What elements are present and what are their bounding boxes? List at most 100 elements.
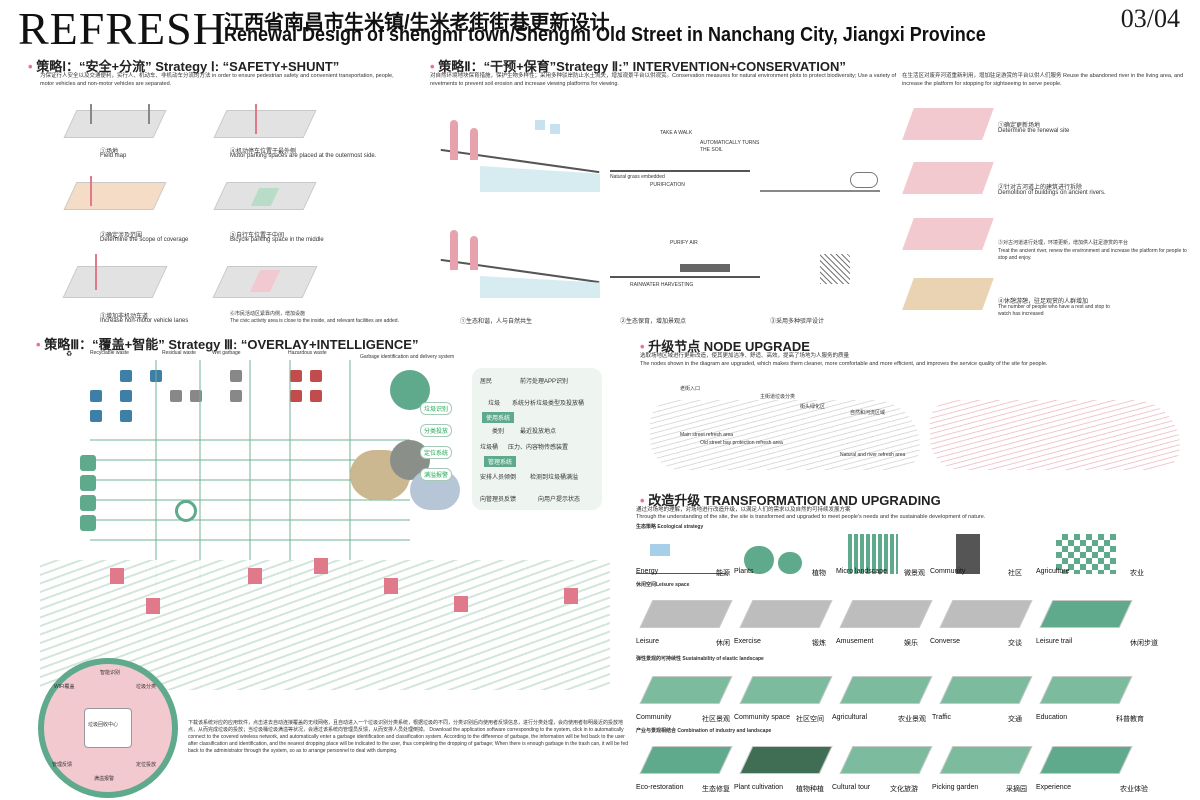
renew-step2-en: Demolition of buildings on ancient river… bbox=[998, 190, 1106, 196]
system-wheel: 垃圾回收中心 WIFI覆盖 智能识别 垃圾分类 定位投放 满溢报警 管理反馈 bbox=[38, 658, 178, 798]
row4-label-2-en: Plant cultivation bbox=[734, 784, 784, 791]
node-label-6: Old street bay protection refresh area bbox=[700, 440, 783, 446]
tissue-icon bbox=[170, 390, 182, 402]
section-stone-revetment bbox=[760, 170, 880, 210]
sensor-icon bbox=[175, 500, 197, 522]
node-desc-en: The nodes shown in the diagram are upgra… bbox=[640, 361, 1048, 367]
row3-label-3-cn: 农业景观 bbox=[898, 716, 926, 723]
row1-label-1-en: Energy bbox=[636, 568, 659, 575]
section-riverbank-top bbox=[440, 120, 600, 200]
strategy3-desc: 下载该系统对应的应用软件，点击进去自动连接覆盖的无线网络，且自动进入一个垃圾识别… bbox=[188, 720, 628, 754]
step3-cn: ③增加非机动车道 bbox=[100, 314, 149, 320]
row2-labels: Leisure 休闲 Exercise 锻炼 Amusement 娱乐 Conv… bbox=[636, 638, 1186, 648]
ceramic-icon bbox=[190, 390, 202, 402]
step-block-4 bbox=[902, 278, 994, 310]
transform-desc-cn: 通过对场地的理解，对场地进行改造升级，以满足人们的需求以及自然的可持续发展方案 bbox=[636, 507, 851, 513]
agricultural-image bbox=[839, 676, 933, 704]
plants-image bbox=[734, 536, 824, 574]
wheel-label-4: 定位投放 bbox=[136, 762, 157, 768]
recycle-bin-icon bbox=[80, 455, 96, 471]
step1-cn: ①场地 bbox=[100, 149, 119, 155]
eco-restoration-image bbox=[639, 746, 733, 774]
label-natural-grass: Natural grass embedded bbox=[610, 174, 665, 180]
strategy2-caption-1: ①生态和谐，人与自然共生 bbox=[460, 319, 533, 325]
flow-feedback-admin: 向管理员反馈 bbox=[480, 497, 517, 503]
node-title-text: 升级节点 NODE UPGRADE bbox=[648, 339, 810, 354]
row3-label-4-cn: 交通 bbox=[1008, 716, 1022, 723]
row3-label-1-en: Community bbox=[636, 714, 672, 721]
section-viewing: PURIFY AIR RAINWATER HARVESTING bbox=[610, 240, 760, 300]
row3-label-1-cn: 社区景观 bbox=[702, 716, 730, 723]
waste-types: ♻ Recyclable waste Residual waste Wet ga… bbox=[66, 350, 626, 362]
diagram-coverage bbox=[60, 176, 170, 216]
step3-en: Increase non-motor vehicle lanes bbox=[100, 318, 189, 324]
renew-step3-cn: ③对古河道进行处理，环境更新，增加供人驻足游赏的平台 bbox=[998, 240, 1129, 246]
bottle-icon bbox=[120, 370, 132, 382]
row1-label-3-en: Micro landscape bbox=[836, 568, 887, 575]
diagram-motor-parking bbox=[210, 104, 320, 144]
bullet-icon: • bbox=[28, 59, 33, 74]
food-icon bbox=[230, 370, 242, 382]
amusement-image bbox=[839, 600, 933, 628]
network-lines bbox=[90, 360, 410, 590]
logo: REFRESH bbox=[18, 3, 227, 54]
step-block-1 bbox=[902, 108, 994, 140]
title-cn: 江西省南昌市生米镇/生米老街街巷更新设计 bbox=[224, 12, 610, 34]
row3-label-3-en: Agricultural bbox=[832, 714, 868, 721]
community-space-image bbox=[739, 676, 833, 704]
wheel-label-5: 满溢报警 bbox=[94, 776, 115, 782]
step5-cn: ⑤自行车位置于中间 bbox=[230, 233, 285, 239]
river-renewal-steps: ①确定更新场地 Determine the renewal site ②针对古河… bbox=[902, 100, 1192, 330]
side-labels: 垃圾识别 分类投放 定位系统 满溢报警 bbox=[420, 402, 460, 482]
converse-image bbox=[939, 600, 1033, 628]
garbage-pile bbox=[340, 430, 470, 520]
micro-landscape-image bbox=[848, 534, 898, 574]
bin-marker-4 bbox=[314, 558, 328, 574]
flow-app: 前污处理APP识别 bbox=[520, 379, 569, 385]
flow-chart: 居民 前污处理APP识别 垃圾 系统分析垃圾类型及投放桶 使用系统 类别 最近投… bbox=[472, 368, 602, 510]
strategy2-right-desc: 在生活区对废弃河道重新利用，增加驻足游赏的平台以供人们服务 Reuse the … bbox=[902, 73, 1184, 87]
row2-label-4-en: Converse bbox=[930, 638, 960, 645]
flow-bin: 垃圾桶 bbox=[480, 445, 499, 451]
row4-label-5-cn: 农业体验 bbox=[1120, 786, 1148, 793]
flow-detect: 检测到垃圾桶满溢 bbox=[530, 475, 579, 481]
bin-marker-1 bbox=[110, 568, 124, 584]
row4-label-5-en: Experience bbox=[1036, 784, 1072, 791]
row1-label-4-cn: 社区 bbox=[1008, 570, 1022, 577]
node-label-3: 街头绿化区 bbox=[800, 404, 826, 410]
row2-label-4-cn: 交谈 bbox=[1008, 640, 1022, 647]
renew-step2-cn: ②针对古河道上的建筑进行拆除 bbox=[998, 185, 1083, 191]
step2-en: Determine the scope of coverage bbox=[100, 237, 189, 243]
step4-cn: ④机动停车位置于最外侧 bbox=[230, 149, 297, 155]
agriculture-image bbox=[1056, 534, 1116, 574]
step4-en: Motor parking spaces are placed at the o… bbox=[230, 153, 377, 159]
step2-cn: ②确定涉及范围 bbox=[100, 233, 143, 239]
row3-label-5-cn: 科普教育 bbox=[1116, 716, 1144, 723]
row3-labels: Community 社区景观 Community space 社区空间 Agri… bbox=[636, 714, 1186, 724]
strategy1-title: • 策略Ⅰ：“安全+分流” Strategy Ⅰ: “SAFETY+SHUNT” bbox=[28, 56, 339, 75]
bullet-icon: • bbox=[640, 339, 645, 354]
strategy2-title-text: 策略Ⅱ：“干预+保育”Strategy Ⅱ:” INTERVENTION+CON… bbox=[438, 59, 846, 74]
hazard-bin-icon bbox=[80, 515, 96, 531]
flow-garbage: 垃圾 bbox=[488, 401, 501, 407]
row2-label-2-cn: 锻炼 bbox=[812, 640, 826, 647]
waste-wet: Wet garbage bbox=[212, 350, 241, 356]
row3-images bbox=[636, 666, 1186, 710]
flow-analyze: 系统分析垃圾类型及投放桶 bbox=[512, 401, 585, 407]
residual-bin-icon bbox=[80, 475, 96, 491]
leisure-image bbox=[639, 600, 733, 628]
label-turns-soil: AUTOMATICALLY TURNS THE SOIL bbox=[700, 140, 760, 153]
bullet-icon: • bbox=[36, 337, 41, 352]
row3-label-4-en: Traffic bbox=[932, 714, 952, 721]
row1-label-3-cn: 微景观 bbox=[904, 570, 925, 577]
row4-images bbox=[636, 738, 1186, 782]
row4-label-1-cn: 生态修复 bbox=[702, 786, 730, 793]
flow-nearest: 最近投放地点 bbox=[520, 429, 557, 435]
strategy2-caption-2: ②生态保育，增加景观点 bbox=[620, 319, 687, 325]
row2-label-5-en: Leisure trail bbox=[1036, 638, 1073, 645]
step-block-2 bbox=[902, 162, 994, 194]
row1-label-4-en: Community bbox=[930, 568, 966, 575]
flow-resident: 居民 bbox=[480, 379, 493, 385]
paint-icon bbox=[310, 390, 322, 402]
community-landscape-image bbox=[639, 676, 733, 704]
